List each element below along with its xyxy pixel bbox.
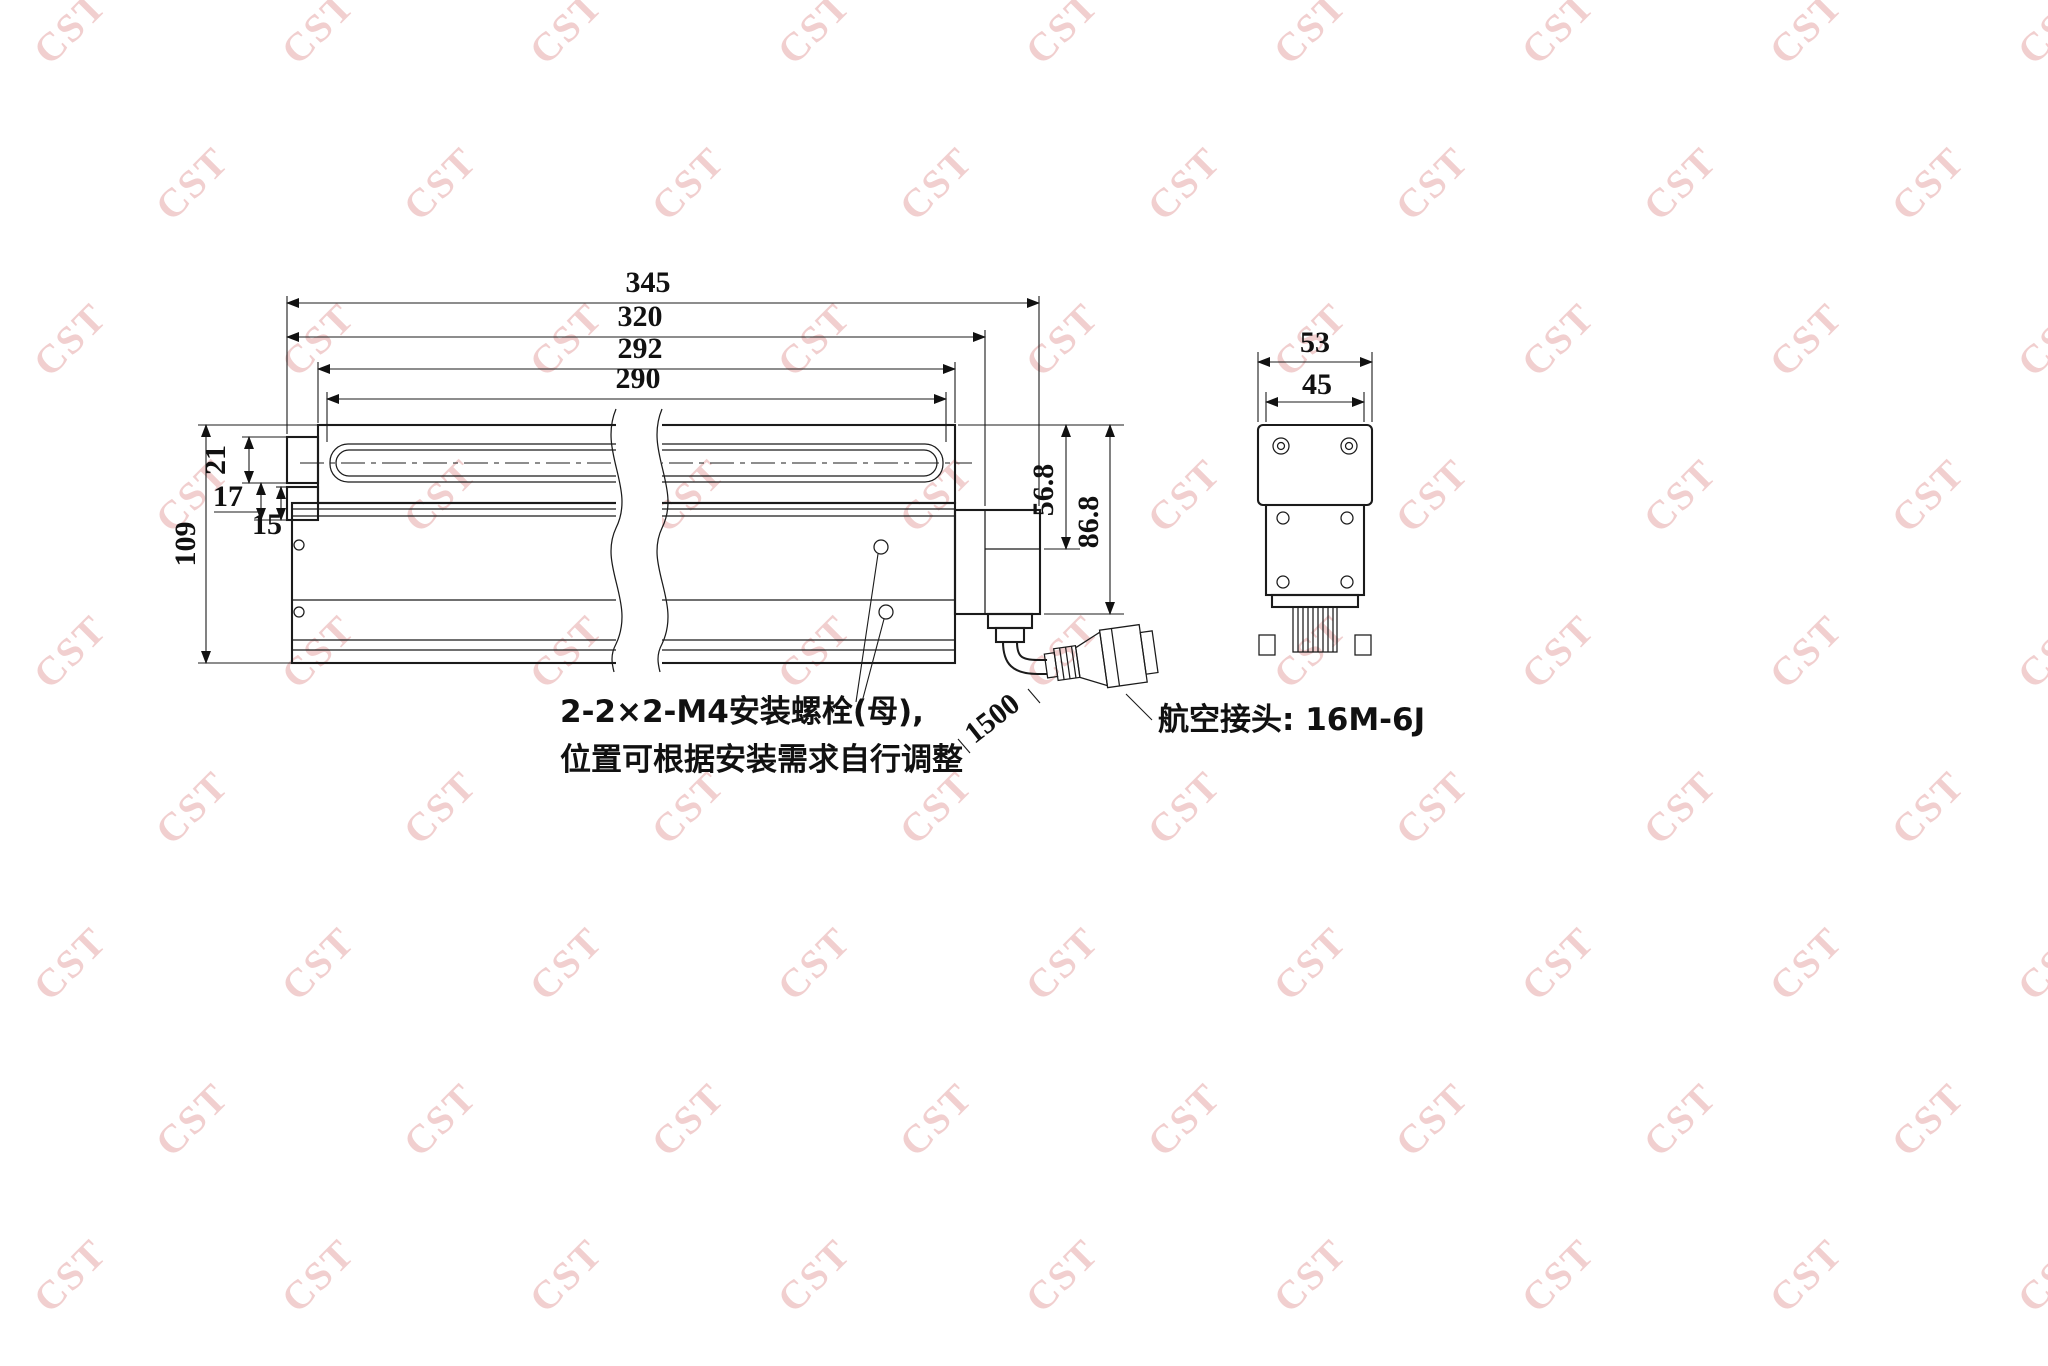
dim-17-label: 17 bbox=[213, 480, 243, 513]
end-view-foot-right bbox=[1354, 634, 1372, 656]
cable-gland-nut bbox=[986, 612, 1034, 630]
dim-1500-label: 1500 bbox=[958, 687, 1026, 750]
dim-53: 53 bbox=[1256, 326, 1374, 422]
end-view-top-block bbox=[1256, 423, 1374, 507]
dim-345: 345 bbox=[285, 266, 1041, 506]
screw-hole bbox=[1276, 575, 1290, 589]
main-view bbox=[285, 408, 1042, 674]
left-hole bbox=[293, 539, 305, 551]
plug bbox=[1043, 623, 1159, 689]
screw-hole bbox=[1340, 511, 1354, 525]
cable-gland-body bbox=[994, 626, 1026, 644]
left-mount-plate-upper bbox=[285, 435, 320, 485]
dim-56-8-label: 56.8 bbox=[1027, 464, 1060, 517]
dim-320-label: 320 bbox=[618, 300, 663, 333]
dim-345-label: 345 bbox=[626, 266, 671, 299]
dim-53-label: 53 bbox=[1300, 326, 1330, 359]
screw-hole-inner bbox=[1344, 441, 1354, 451]
connector-pins bbox=[1292, 606, 1338, 653]
connector-annotation: 航空接头: 16M-6J bbox=[1125, 693, 1425, 738]
screw-hole bbox=[1340, 437, 1358, 455]
dim-15-label: 15 bbox=[252, 508, 282, 541]
bolt-annotation: 2-2×2-M4安装螺栓(母), 位置可根据安装需求自行调整 bbox=[560, 553, 963, 778]
dim-56-8: 56.8 bbox=[958, 423, 1124, 551]
dim-45: 45 bbox=[1264, 368, 1366, 422]
dim-15: 15 bbox=[252, 485, 290, 541]
break-line-right bbox=[656, 408, 669, 673]
dim-109-label: 109 bbox=[169, 522, 202, 567]
dim-320: 320 bbox=[285, 300, 987, 506]
dim-290: 290 bbox=[325, 362, 948, 442]
screw-hole bbox=[1340, 575, 1354, 589]
dim-292-label: 292 bbox=[618, 332, 663, 365]
left-hole bbox=[293, 606, 305, 618]
end-view: 53 45 bbox=[1256, 326, 1374, 656]
dim-86-8: 86.8 bbox=[1044, 423, 1124, 616]
cable-outer bbox=[1001, 640, 1048, 676]
connector-annotation-label: 航空接头: 16M-6J bbox=[1158, 702, 1425, 738]
screw-hole bbox=[1276, 511, 1290, 525]
dim-292: 292 bbox=[316, 332, 957, 423]
bolt-circle-1 bbox=[873, 539, 889, 555]
screw-hole-inner bbox=[1276, 441, 1286, 451]
dim-45-label: 45 bbox=[1302, 368, 1332, 401]
dim-21: 21 bbox=[199, 435, 289, 485]
end-view-mid-section bbox=[1264, 503, 1366, 597]
dim-109: 109 bbox=[169, 423, 322, 665]
motor-block bbox=[953, 508, 1042, 616]
break-mask bbox=[616, 408, 662, 674]
cable-assembly: 1500 bbox=[957, 623, 1159, 754]
dim-86-8-label: 86.8 bbox=[1072, 496, 1105, 549]
end-view-foot-left bbox=[1258, 634, 1276, 656]
end-view-base bbox=[1270, 593, 1360, 609]
bolt-annotation-line1: 2-2×2-M4安装螺栓(母), bbox=[560, 694, 924, 730]
cable-inner bbox=[1015, 640, 1048, 662]
break-line-left bbox=[610, 408, 623, 673]
screw-hole bbox=[1272, 437, 1290, 455]
dim-17: 17 bbox=[213, 480, 289, 522]
dim-290-label: 290 bbox=[616, 362, 661, 395]
dim-21-label: 21 bbox=[199, 445, 232, 475]
bolt-annotation-line2: 位置可根据安装需求自行调整 bbox=[560, 742, 963, 778]
bolt-circle-2 bbox=[878, 604, 894, 620]
